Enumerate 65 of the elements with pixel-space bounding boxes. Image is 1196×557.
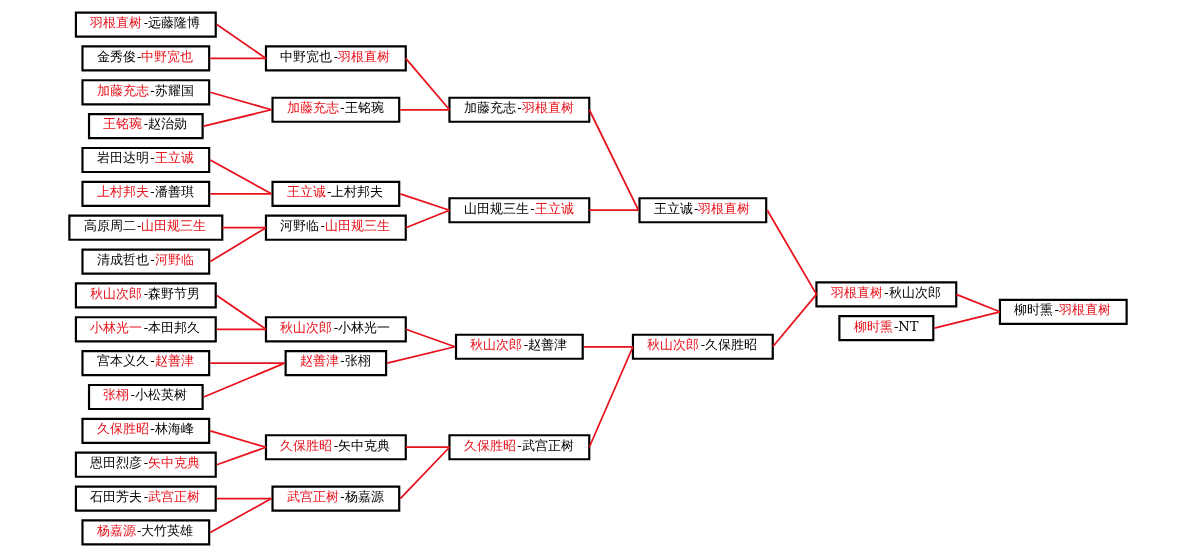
connector: [404, 328, 456, 348]
node-box: 加藤充志-王铭琬: [271, 96, 401, 123]
node-box: 加藤充志-羽根直树: [448, 96, 591, 123]
connector: [221, 226, 267, 229]
node-box: 王立诚-羽根直树: [638, 197, 768, 224]
connector: [933, 310, 1001, 330]
connector: [215, 23, 267, 60]
node-box: 杨嘉源-大竹英雄: [81, 519, 211, 546]
connector: [404, 209, 451, 229]
node-box: 宫本义久-赵善津: [81, 350, 211, 377]
connector: [404, 446, 451, 449]
node-box: 柳时熏-NT: [838, 315, 935, 342]
node-box: 山田规三生-王立诚: [448, 197, 591, 224]
connector: [215, 328, 267, 331]
connector: [588, 108, 640, 212]
connector: [209, 226, 267, 263]
node-box: 上村邦夫-潘善琪: [81, 180, 211, 207]
connector: [209, 430, 267, 449]
node-box: 秋山次郎-赵善津: [454, 333, 584, 360]
connector: [386, 345, 456, 365]
connector: [955, 293, 1001, 313]
connector: [399, 446, 451, 500]
connector: [209, 497, 273, 534]
connector: [209, 91, 273, 111]
node-box: 恩田烈彦-矢中克典: [74, 451, 217, 478]
node-box: 羽根直树-远藤隆博: [74, 11, 217, 38]
connector: [215, 294, 267, 331]
connector: [588, 345, 634, 449]
node-box: 王铭琬-赵治勋: [87, 113, 204, 140]
node-box: 秋山次郎-久保胜昭: [631, 333, 774, 360]
connector: [404, 57, 451, 111]
connector: [399, 192, 451, 212]
node-box: 加藤充志-苏耀国: [81, 79, 211, 106]
node-box: 羽根直树-秋山次郎: [815, 281, 958, 308]
node-box: 久保胜昭-武宫正树: [448, 434, 591, 461]
node-box: 张栩-小松英树: [87, 383, 204, 411]
connector: [771, 293, 818, 348]
connector: [202, 362, 286, 398]
node-box: 岩田达明-王立诚: [81, 146, 211, 174]
node-box: 高原周二-山田规三生: [68, 214, 224, 241]
connector: [209, 159, 273, 195]
node-box: 王立诚-上村邦夫: [271, 180, 401, 207]
node-box: 柳时熏-羽根直树: [998, 298, 1128, 325]
node-box: 武宫正树-杨嘉源: [271, 485, 401, 512]
connector: [582, 345, 634, 348]
connector: [209, 57, 267, 60]
node-box: 石田芳夫-武宫正树: [74, 485, 217, 512]
node-box: 清成哲也-河野临: [81, 248, 211, 275]
node-box: 久保胜昭-林海峰: [81, 417, 211, 444]
node-box: 中野宽也-羽根直树: [264, 45, 407, 72]
node-box: 赵善津-张栩: [284, 350, 388, 377]
connector: [766, 209, 818, 296]
node-box: 河野临-山田规三生: [264, 214, 407, 241]
node-box: 久保胜昭-矢中克典: [264, 434, 407, 461]
connector: [209, 362, 286, 365]
node-box: 秋山次郎-森野节男: [74, 282, 217, 309]
connector: [209, 192, 273, 195]
connector: [215, 446, 267, 466]
node-box: 小林光一-本田邦久: [74, 316, 217, 343]
connector: [399, 108, 451, 111]
node-box: 秋山次郎-小林光一: [264, 316, 407, 343]
connector: [215, 497, 273, 500]
connector: [202, 108, 273, 127]
connector: [588, 209, 640, 212]
node-box: 金秀俊-中野宽也: [81, 45, 211, 72]
